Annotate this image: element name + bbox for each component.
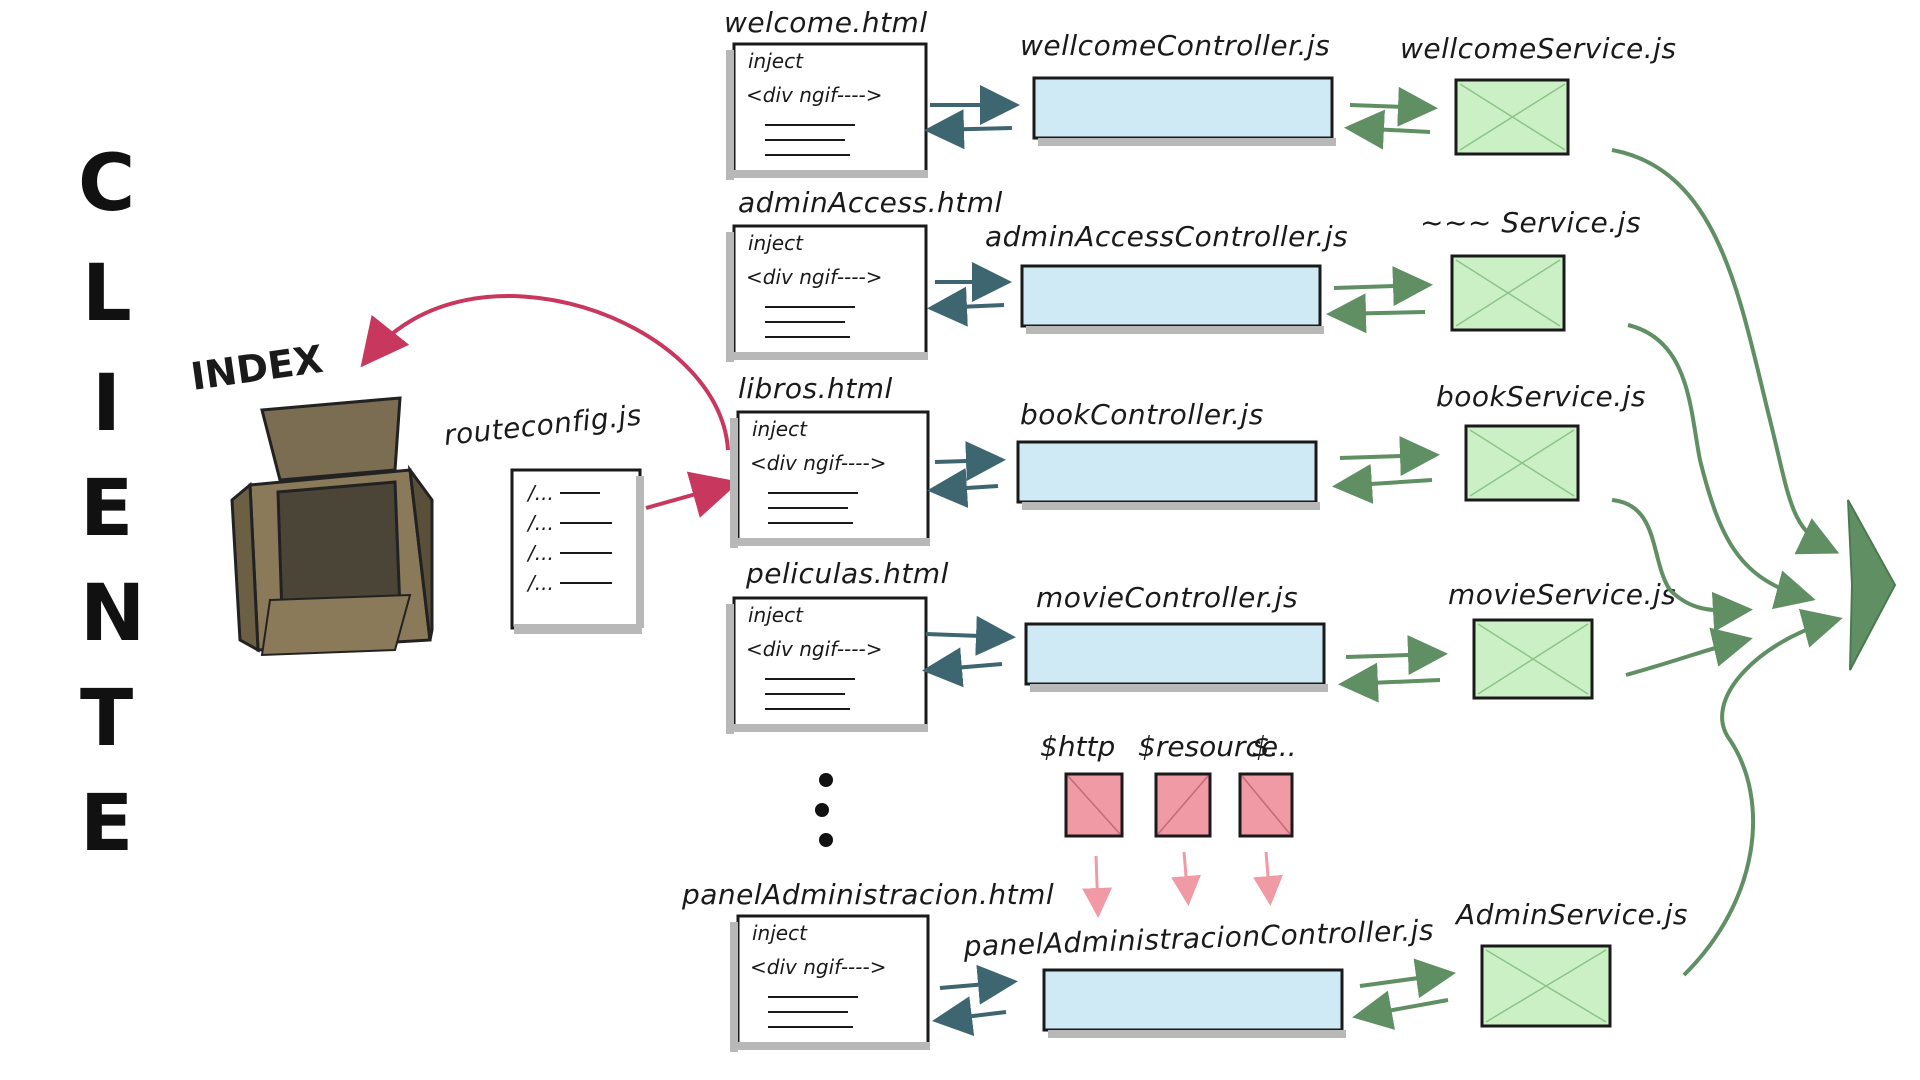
- controller-box: [1024, 622, 1328, 692]
- service-label: bookService.js: [1436, 380, 1646, 413]
- controller-to-service-arrow: [1349, 86, 1438, 127]
- view-snippet-line: <div ngif---->: [746, 83, 882, 107]
- side-letter: N: [80, 569, 145, 659]
- view-label: peliculas.html: [745, 557, 949, 590]
- side-letter: C: [78, 139, 135, 229]
- controller-label: adminAccessController.js: [985, 220, 1348, 253]
- controller-box: [1020, 264, 1324, 334]
- controller-to-service-arrow: [1345, 635, 1448, 676]
- controller-to-view-arrow: [924, 109, 1013, 150]
- controller-to-view-arrow: [927, 468, 999, 508]
- dependency-label: $resource: [1138, 730, 1278, 763]
- service-box: [1450, 254, 1566, 332]
- routeconfig-to-view-arrow: [645, 471, 740, 518]
- side-label-cliente: C L I E N T E: [78, 139, 145, 869]
- open-box-icon: [230, 396, 434, 657]
- service-label: movieService.js: [1448, 578, 1676, 611]
- service-label: AdminService.js: [1454, 898, 1688, 931]
- controller-to-service-arrow: [1359, 958, 1456, 999]
- view-snippet-line: inject: [748, 231, 804, 255]
- dependency-box: [1154, 772, 1212, 838]
- view-snippet-line: inject: [748, 603, 804, 627]
- view-snippet-line: <div ngif---->: [746, 265, 882, 289]
- controller-label: bookController.js: [1020, 398, 1264, 431]
- index-label: INDEX: [188, 337, 326, 399]
- controller-box: [1016, 440, 1320, 510]
- service-box: [1464, 424, 1580, 502]
- side-letter: I: [92, 359, 121, 449]
- dependency-box: [1238, 772, 1294, 838]
- routeconfig-line: /...: [526, 571, 554, 595]
- routeconfig-document: /... /... /... /...: [510, 468, 644, 634]
- view-label: libros.html: [738, 372, 893, 405]
- controller-box: [1032, 76, 1336, 146]
- view-snippet-line: inject: [748, 49, 804, 73]
- service-label: wellcomeService.js: [1400, 32, 1676, 65]
- controller-to-service-arrow: [1333, 266, 1433, 307]
- service-to-controller-arrow: [1344, 109, 1431, 150]
- dependency-label: $http: [1040, 730, 1115, 763]
- view-document: inject <div ngif---->: [730, 914, 930, 1052]
- view-label: panelAdministracion.html: [681, 878, 1054, 911]
- routeconfig-line: /...: [526, 541, 554, 565]
- view-document: inject <div ngif---->: [726, 596, 928, 734]
- controller-box: [1042, 968, 1346, 1038]
- routeconfig-line: /...: [526, 511, 554, 535]
- service-label: ~~~ Service.js: [1420, 206, 1641, 239]
- dependency-label: $...: [1252, 730, 1297, 763]
- view-to-controller-arrow: [934, 441, 1006, 482]
- service-to-controller-arrow: [1326, 293, 1426, 334]
- route-to-index-arrow: [360, 294, 730, 451]
- service-to-controller-arrow: [1338, 662, 1441, 703]
- controller-label: wellcomeController.js: [1020, 29, 1330, 62]
- controller-to-view-arrow: [932, 996, 1007, 1037]
- side-letter: E: [80, 779, 133, 869]
- convergence-arrowhead-icon: [1847, 499, 1897, 671]
- controller-label: panelAdministracionController.js: [962, 914, 1434, 963]
- dependency-box: [1064, 772, 1124, 838]
- side-letter: T: [80, 674, 133, 764]
- controller-to-view-arrow: [922, 647, 1003, 688]
- view-to-controller-arrow: [939, 964, 1018, 1005]
- service-convergence-curves: [1611, 148, 1843, 977]
- view-snippet-line: inject: [752, 417, 808, 441]
- view-snippet-line: <div ngif---->: [750, 955, 886, 979]
- routeconfig-line: /...: [526, 481, 554, 505]
- service-to-controller-arrow: [1352, 990, 1449, 1030]
- ellipsis-dots: [815, 773, 833, 847]
- routeconfig-label: routeconfig.js: [442, 398, 643, 452]
- side-letter: E: [80, 464, 133, 554]
- service-box: [1472, 618, 1594, 700]
- service-to-controller-arrow: [1332, 463, 1433, 504]
- dependency-inject-arrow: [1171, 851, 1201, 906]
- view-snippet-line: inject: [752, 921, 808, 945]
- controller-to-service-arrow: [1339, 436, 1440, 477]
- view-document: inject <div ngif---->: [726, 42, 928, 180]
- view-snippet-line: <div ngif---->: [746, 637, 882, 661]
- dependency-inject-arrow: [1253, 851, 1283, 906]
- dependency-inject-arrow: [1082, 855, 1113, 918]
- view-label: welcome.html: [724, 6, 928, 39]
- service-box: [1454, 78, 1570, 156]
- view-document: inject <div ngif---->: [730, 410, 930, 548]
- view-document: inject <div ngif---->: [726, 224, 928, 362]
- side-letter: L: [82, 249, 132, 339]
- view-to-controller-arrow: [925, 615, 1016, 656]
- service-box: [1480, 944, 1612, 1028]
- controller-label: movieController.js: [1036, 581, 1298, 614]
- controller-to-view-arrow: [927, 286, 1005, 327]
- view-snippet-line: <div ngif---->: [750, 451, 886, 475]
- view-label: adminAccess.html: [738, 186, 1003, 219]
